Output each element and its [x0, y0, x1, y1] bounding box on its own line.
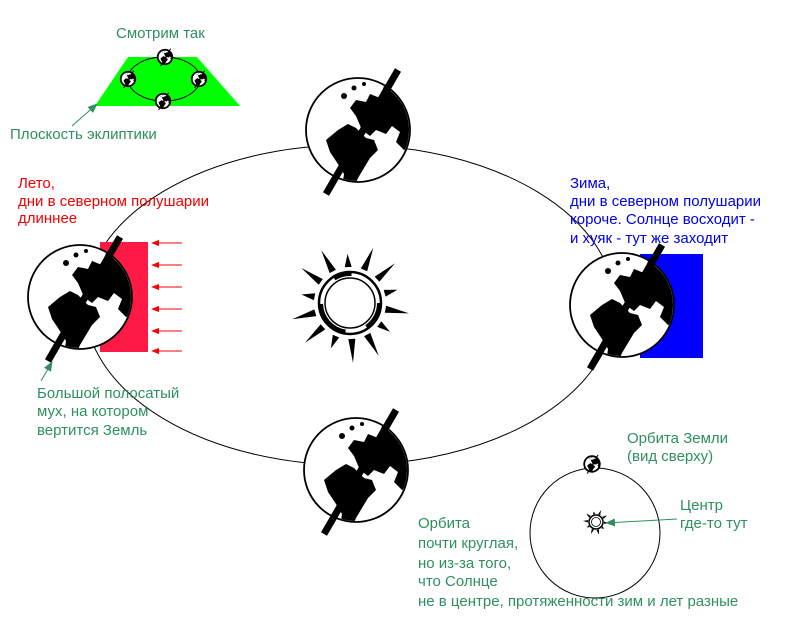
orbit-note-line: почти круглая,: [418, 535, 518, 552]
green-notes: Смотрим так Плоскость эклиптики Большой …: [10, 25, 748, 610]
winter-note: Зима, дни в северном полушарии короче. С…: [570, 175, 761, 247]
earth-bottom-position-icon: [304, 410, 414, 534]
summer-note-line: дни в северном полушарии: [18, 193, 209, 210]
axis-note-line: мух, на котором: [37, 403, 148, 420]
orbit-top-view-inset: [529, 455, 661, 599]
sun-ray: [590, 528, 594, 534]
earth-mini-icon: [121, 71, 136, 88]
ecliptic-label: Плоскость эклиптики: [10, 126, 157, 143]
sun-ray: [330, 334, 340, 349]
center-pointer-arrow-icon: [605, 518, 678, 527]
sun-ray: [384, 305, 410, 314]
sun-ray: [586, 513, 591, 518]
earth-mini-icon: [158, 49, 173, 66]
winter-note-title: Зима,: [570, 175, 610, 192]
orbit-note-line: не в центре, протяженности зим и лет раз…: [418, 593, 738, 610]
sun-ray: [344, 253, 352, 268]
earth-mini-icon: [192, 71, 207, 88]
earth-mini-icon: [156, 93, 171, 110]
sun-ray: [321, 250, 336, 274]
sun-small-icon: [583, 510, 609, 535]
orbit-top-view-subtitle: (вид сверху): [627, 448, 713, 465]
sun-ray: [601, 526, 604, 529]
sun-ray: [292, 309, 317, 320]
winter-note-line: и хуяк - тут же заходит: [570, 230, 728, 247]
sun-ray: [348, 338, 356, 363]
earth-top-position-icon: [306, 70, 416, 194]
orbit-note-line: Орбита: [418, 515, 471, 532]
sun-ray: [596, 529, 599, 535]
summer-note-line: длиннее: [18, 210, 77, 227]
center-note-line: где-то тут: [680, 515, 748, 532]
sun-icon: [292, 247, 410, 363]
orbit-note-line: но из-за того,: [418, 555, 511, 572]
sun-small-ring: [591, 517, 601, 527]
orbit-top-view-title: Орбита Земли: [627, 430, 728, 447]
sun-inner-ring: [324, 277, 376, 329]
earth-small-icon: [584, 455, 601, 474]
sun-ray: [598, 510, 602, 516]
sun-ray: [586, 525, 590, 528]
sun-ray: [360, 247, 374, 272]
orbit-circle: [529, 467, 661, 599]
winter-note-line: дни в северном полушарии: [570, 193, 761, 210]
orbit-note-line: что Солнце: [418, 573, 498, 590]
ecliptic-pointer-arrow-icon: [71, 103, 98, 127]
sun-ray: [383, 289, 398, 297]
pointer-lines: [40, 103, 678, 527]
sun-ray: [301, 268, 323, 285]
sun-ray: [583, 520, 589, 523]
axis-note-line: Большой полосатый: [37, 385, 179, 402]
summer-note: Лето, дни в северном полушарии длиннее: [18, 175, 209, 227]
sun-rays: [292, 247, 410, 363]
winter-note-line: короче. Солнце восходит -: [570, 211, 755, 228]
sun-ray: [377, 321, 390, 332]
sun-ray: [364, 332, 379, 356]
axis-note-line: вертится Земль: [37, 422, 147, 439]
sun-ray: [602, 515, 608, 519]
sun-ray: [593, 511, 596, 515]
ecliptic-plane-inset: [95, 49, 240, 110]
axis-pointer-arrow-icon: [40, 361, 53, 382]
sun-ray: [305, 324, 326, 343]
sun-ray: [301, 293, 316, 301]
sun-ray: [374, 263, 395, 282]
center-note-line: Центр: [680, 497, 723, 514]
summer-note-title: Лето,: [18, 175, 55, 192]
sunlight-arrows: [151, 239, 182, 355]
sun-ring-sketch: [319, 272, 381, 334]
sun-small-disc: [588, 514, 604, 530]
top-view-label: Смотрим так: [116, 25, 205, 42]
